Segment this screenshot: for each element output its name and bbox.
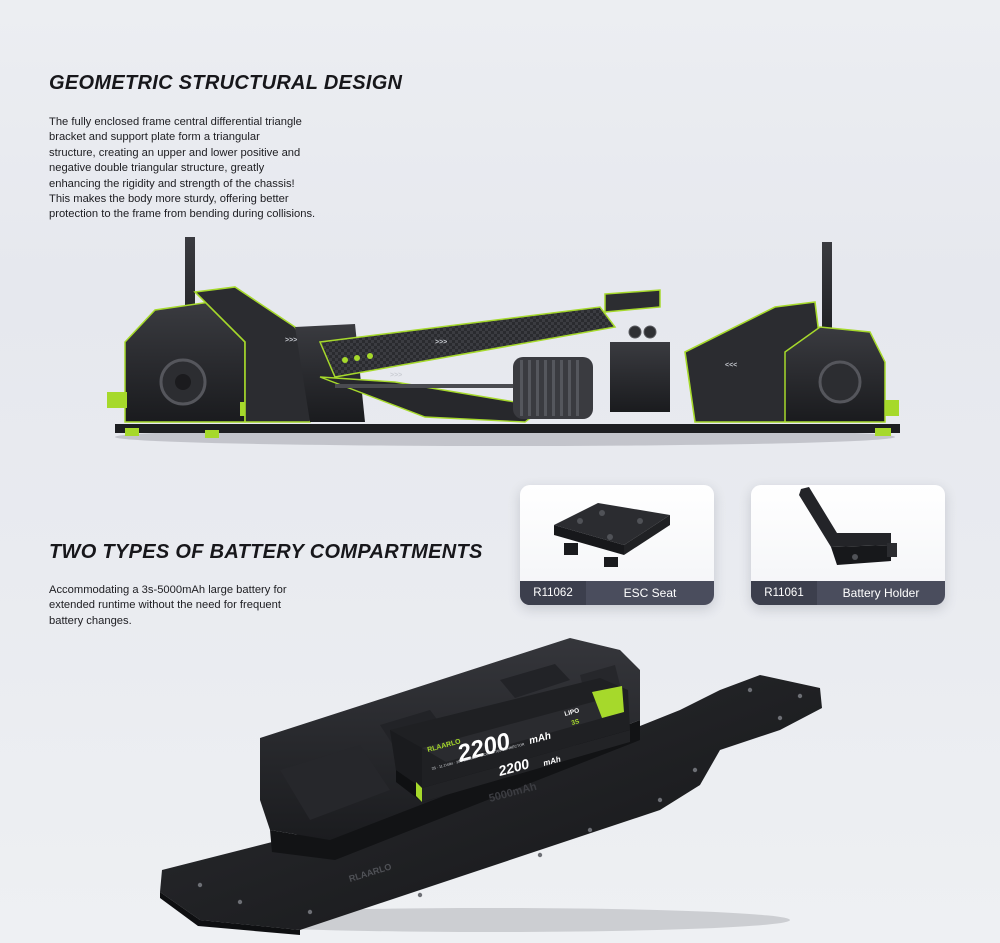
text-line: protection to the frame from bending dur… — [49, 208, 316, 221]
battery-chem: LIPO — [564, 707, 580, 718]
text-line: structure, creating an upper and lower p… — [49, 146, 301, 159]
battery-holder-image — [799, 487, 897, 565]
text-line: bracket and support plate form a triangu… — [49, 131, 260, 144]
svg-text:>>>: >>> — [390, 372, 402, 379]
part-label-bar: R11061 Battery Holder — [751, 581, 945, 605]
esc-seat-image — [554, 503, 670, 567]
part-name: ESC Seat — [623, 586, 677, 600]
part-label-bar: R11062 ESC Seat — [520, 581, 714, 605]
text-line: enhancing the rigidity and strength of t… — [49, 177, 295, 190]
text-line: This makes the body more sturdy, offerin… — [49, 193, 289, 206]
svg-text:>>>: >>> — [435, 339, 447, 346]
text-line: negative double triangular structure, gr… — [49, 162, 265, 175]
part-code: R11062 — [520, 581, 586, 605]
battery-cells: 3S — [571, 718, 581, 727]
part-name: Battery Holder — [842, 586, 920, 600]
battery-compartment-illustration: RLAARLO 2200 mAh LIPO 3S 3S · 11.1Volts … — [160, 638, 822, 935]
part-card-esc-seat: R11062 ESC Seat — [520, 485, 714, 605]
section-title-battery: TWO TYPES OF BATTERY COMPARTMENTS — [49, 541, 483, 563]
chassis-side-illustration: >>> >>> >>> <<< — [107, 237, 900, 446]
text-line: Accommodating a 3s-5000mAh large battery… — [49, 584, 287, 596]
svg-text:<<<: <<< — [725, 362, 737, 369]
battery-pack: RLAARLO 2200 mAh LIPO 3S 3S · 11.1Volts … — [390, 678, 630, 802]
part-card-battery-holder: R11061 Battery Holder — [751, 485, 945, 605]
section-title-structural: GEOMETRIC STRUCTURAL DESIGN — [49, 72, 403, 94]
svg-text:>>>: >>> — [285, 337, 297, 344]
text-line: battery changes. — [49, 614, 132, 627]
text-line: The fully enclosed frame central differe… — [49, 116, 302, 128]
part-code: R11061 — [751, 581, 817, 605]
battery-side-unit: mAh — [542, 755, 562, 768]
battery-description: Accommodating a 3s-5000mAh large battery… — [49, 583, 287, 629]
text-line: extended runtime without the need for fr… — [49, 599, 281, 612]
structural-description: The fully enclosed frame central differe… — [49, 115, 315, 223]
